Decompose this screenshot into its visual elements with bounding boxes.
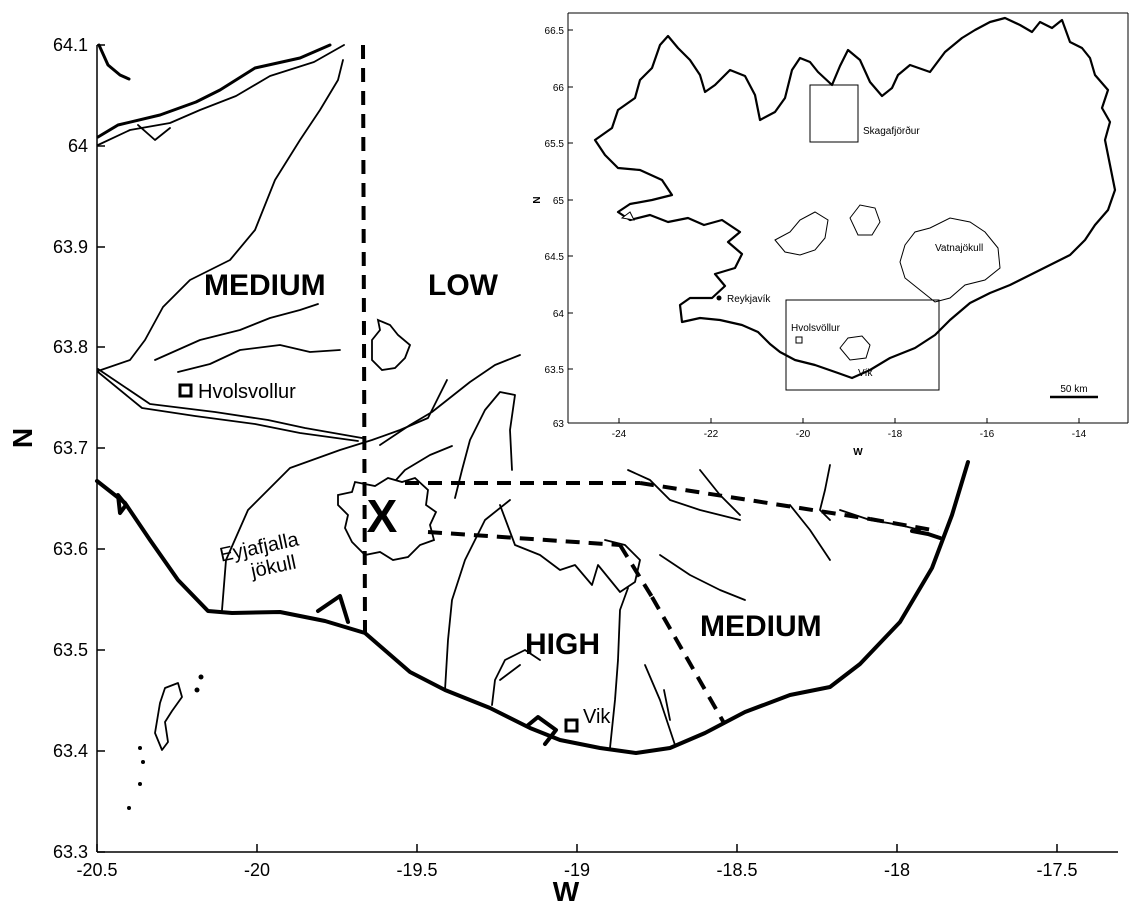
x-tick-label: -18 xyxy=(884,860,910,880)
langjokull-inset xyxy=(774,211,829,256)
x-tick-label: -18.5 xyxy=(716,860,757,880)
rivers xyxy=(96,43,921,749)
inset-y-tick-label: 65 xyxy=(553,196,565,207)
coast-estuary xyxy=(910,529,942,540)
y-tick-label: 63.6 xyxy=(53,539,88,559)
vik-label: Vik xyxy=(583,706,611,728)
westman-islands xyxy=(127,674,204,810)
y-tick-label: 63.7 xyxy=(53,438,88,458)
volcano-marker: X xyxy=(367,490,398,542)
south-coastline xyxy=(95,460,970,755)
x-tick-label: -20.5 xyxy=(76,860,117,880)
zone-boundaries xyxy=(361,44,939,724)
zone-label-high: HIGH xyxy=(525,628,600,661)
vik-marker xyxy=(564,718,579,733)
inset-y-tick-label: 66.5 xyxy=(545,26,565,37)
zone-label-medium-east: MEDIUM xyxy=(700,610,822,643)
zone-label-low: LOW xyxy=(428,269,499,302)
hvolsvollur-label: Hvolsvollur xyxy=(198,381,296,403)
inset-x-tick-label: -18 xyxy=(888,429,903,440)
hofsjokull-inset xyxy=(849,204,881,236)
inset-marker-reykjavik xyxy=(716,295,722,301)
x-axis-title: W xyxy=(553,876,580,903)
inset-y-tick-label: 64.5 xyxy=(545,252,565,263)
inset-y-tick-label: 64 xyxy=(553,309,565,320)
inset-y-tick-label: 63 xyxy=(553,419,565,430)
myrdalsjokull-inset xyxy=(839,335,871,361)
inset-x-tick-label: -14 xyxy=(1072,429,1087,440)
inset-y-tick-label: 65.5 xyxy=(545,139,565,150)
coast-lagoon xyxy=(316,594,350,624)
y-axis-title: N xyxy=(7,428,38,448)
y-tick-label: 63.9 xyxy=(53,237,88,257)
y-tick-label: 63.8 xyxy=(53,337,88,357)
zone-label-medium-west: MEDIUM xyxy=(204,269,326,302)
vik-headland xyxy=(525,715,558,746)
inset-label-vik: Vík xyxy=(858,368,873,379)
x-tick-label: -20 xyxy=(244,860,270,880)
vatnajokull-inset xyxy=(899,217,1001,303)
inset-label-reykjavik: Reykjavík xyxy=(727,294,771,305)
tindfjallajokull-glacier xyxy=(371,318,412,371)
main-map-axes xyxy=(96,44,1118,853)
inset-x-tick-label: -20 xyxy=(796,429,811,440)
inset-y-tick-label: 63.5 xyxy=(545,365,565,376)
skagafjordur-box xyxy=(809,84,859,143)
coast-islet xyxy=(116,493,128,515)
x-tick-label: -19.5 xyxy=(396,860,437,880)
iceland-outline xyxy=(593,16,1117,380)
south-iceland-box xyxy=(785,299,940,391)
inset-label-vatnajokull: Vatnajökull xyxy=(935,243,983,254)
x-tick-label: -17.5 xyxy=(1036,860,1077,880)
inset-marker-hvolsvollur xyxy=(795,336,803,344)
inset-label-skagafjordur: Skagafjörður xyxy=(863,125,920,137)
y-tick-label: 63.5 xyxy=(53,640,88,660)
hvolsvollur-marker xyxy=(178,383,193,398)
inset-scale-bar-label: 50 km xyxy=(1060,384,1087,395)
y-tick-label: 64.1 xyxy=(53,35,88,55)
inset-y-tick-label: 66 xyxy=(553,83,565,94)
inset-x-tick-label: -16 xyxy=(980,429,995,440)
y-tick-label: 64 xyxy=(68,136,88,156)
inset-x-tick-label: -22 xyxy=(704,429,719,440)
inset-label-hvolsvollur: Hvolsvöllur xyxy=(791,323,841,334)
inset-y-axis-title: N xyxy=(532,196,543,203)
y-tick-label: 63.4 xyxy=(53,741,88,761)
inset-x-tick-label: -24 xyxy=(612,429,627,440)
x-tick-label: -19 xyxy=(564,860,590,880)
inset-x-axis-title: W xyxy=(853,447,863,458)
y-tick-label: 63.3 xyxy=(53,842,88,862)
snaefellsjokull-inset xyxy=(620,211,635,221)
